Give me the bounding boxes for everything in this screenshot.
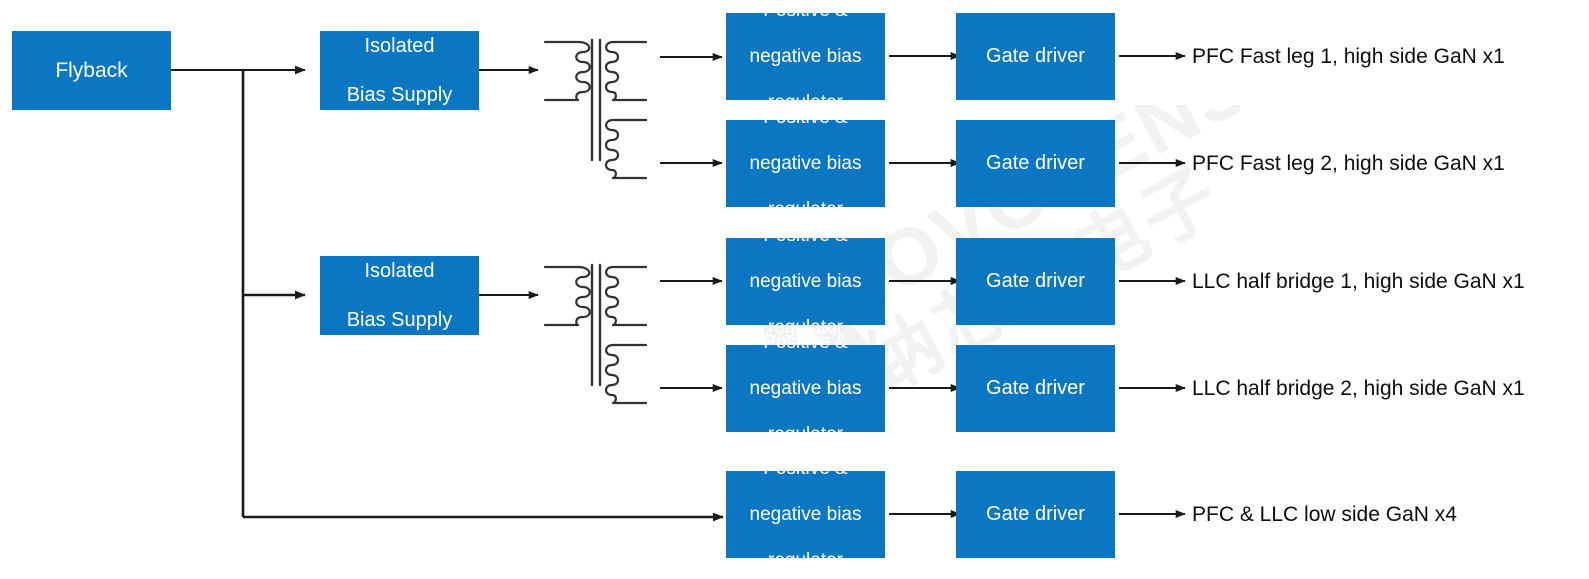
ibs2-line1: Isolated: [364, 259, 435, 282]
block-flyback[interactable]: Flyback: [12, 31, 171, 110]
block-regulator-row-5[interactable]: Positive & negative bias regulator: [726, 458, 885, 571]
regulator3-line1: Positive &: [763, 224, 848, 246]
ibs2-line2: Bias Supply: [346, 308, 453, 331]
block-regulator-row-3[interactable]: Positive & negative bias regulator: [726, 225, 885, 338]
output-label-row-3: LLC half bridge 1, high side GaN x1: [1192, 270, 1525, 293]
output-label-row-4: LLC half bridge 2, high side GaN x1: [1192, 377, 1525, 400]
block-regulator-row-2[interactable]: Positive & negative bias regulator: [726, 107, 885, 220]
output-label-row-1: PFC Fast leg 1, high side GaN x1: [1192, 45, 1505, 68]
regulator2-line2: negative bias: [749, 152, 862, 174]
regulator2-line3: regulator: [768, 199, 843, 221]
regulator5-line2: negative bias: [749, 503, 862, 525]
block-gate-driver-row-5[interactable]: Gate driver: [956, 471, 1115, 558]
output-label-row-2: PFC Fast leg 2, high side GaN x1: [1192, 152, 1505, 175]
regulator5-line3: regulator: [768, 550, 843, 572]
regulator2-line1: Positive &: [763, 106, 848, 128]
regulator3-line2: negative bias: [749, 270, 862, 292]
gate-driver-3-label: Gate driver: [986, 270, 1085, 293]
transformer2-secondaryB-coil: [604, 343, 620, 405]
regulator1-line3: regulator: [768, 92, 843, 114]
transformer1-secondaryB-coil: [604, 118, 620, 180]
block-isolated-bias-supply-1[interactable]: Isolated Bias Supply: [320, 31, 479, 110]
transformer1-secondaryA-coil: [604, 40, 620, 102]
regulator4-line2: negative bias: [749, 377, 862, 399]
output-label-row-5: PFC & LLC low side GaN x4: [1192, 503, 1457, 526]
block-flyback-label: Flyback: [55, 58, 128, 82]
gate-driver-1-label: Gate driver: [986, 45, 1085, 68]
block-gate-driver-row-1[interactable]: Gate driver: [956, 13, 1115, 100]
gate-driver-2-label: Gate driver: [986, 152, 1085, 175]
regulator4-line3: regulator: [768, 424, 843, 446]
block-isolated-bias-supply-2[interactable]: Isolated Bias Supply: [320, 256, 479, 335]
ibs1-line2: Bias Supply: [346, 83, 453, 106]
regulator4-line1: Positive &: [763, 331, 848, 353]
regulator1-line1: Positive &: [763, 0, 848, 21]
regulator1-line2: negative bias: [749, 45, 862, 67]
gate-driver-4-label: Gate driver: [986, 377, 1085, 400]
transformer2-secondaryA-coil: [604, 265, 620, 327]
block-gate-driver-row-4[interactable]: Gate driver: [956, 345, 1115, 432]
block-gate-driver-row-2[interactable]: Gate driver: [956, 120, 1115, 207]
transformer1-primary-coil: [575, 40, 591, 102]
block-regulator-row-4[interactable]: Positive & negative bias regulator: [726, 332, 885, 445]
ibs1-line1: Isolated: [364, 34, 435, 57]
gate-driver-5-label: Gate driver: [986, 503, 1085, 526]
regulator5-line1: Positive &: [763, 457, 848, 479]
transformer2-primary-coil: [575, 265, 591, 327]
block-gate-driver-row-3[interactable]: Gate driver: [956, 238, 1115, 325]
block-regulator-row-1[interactable]: Positive & negative bias regulator: [726, 0, 885, 113]
